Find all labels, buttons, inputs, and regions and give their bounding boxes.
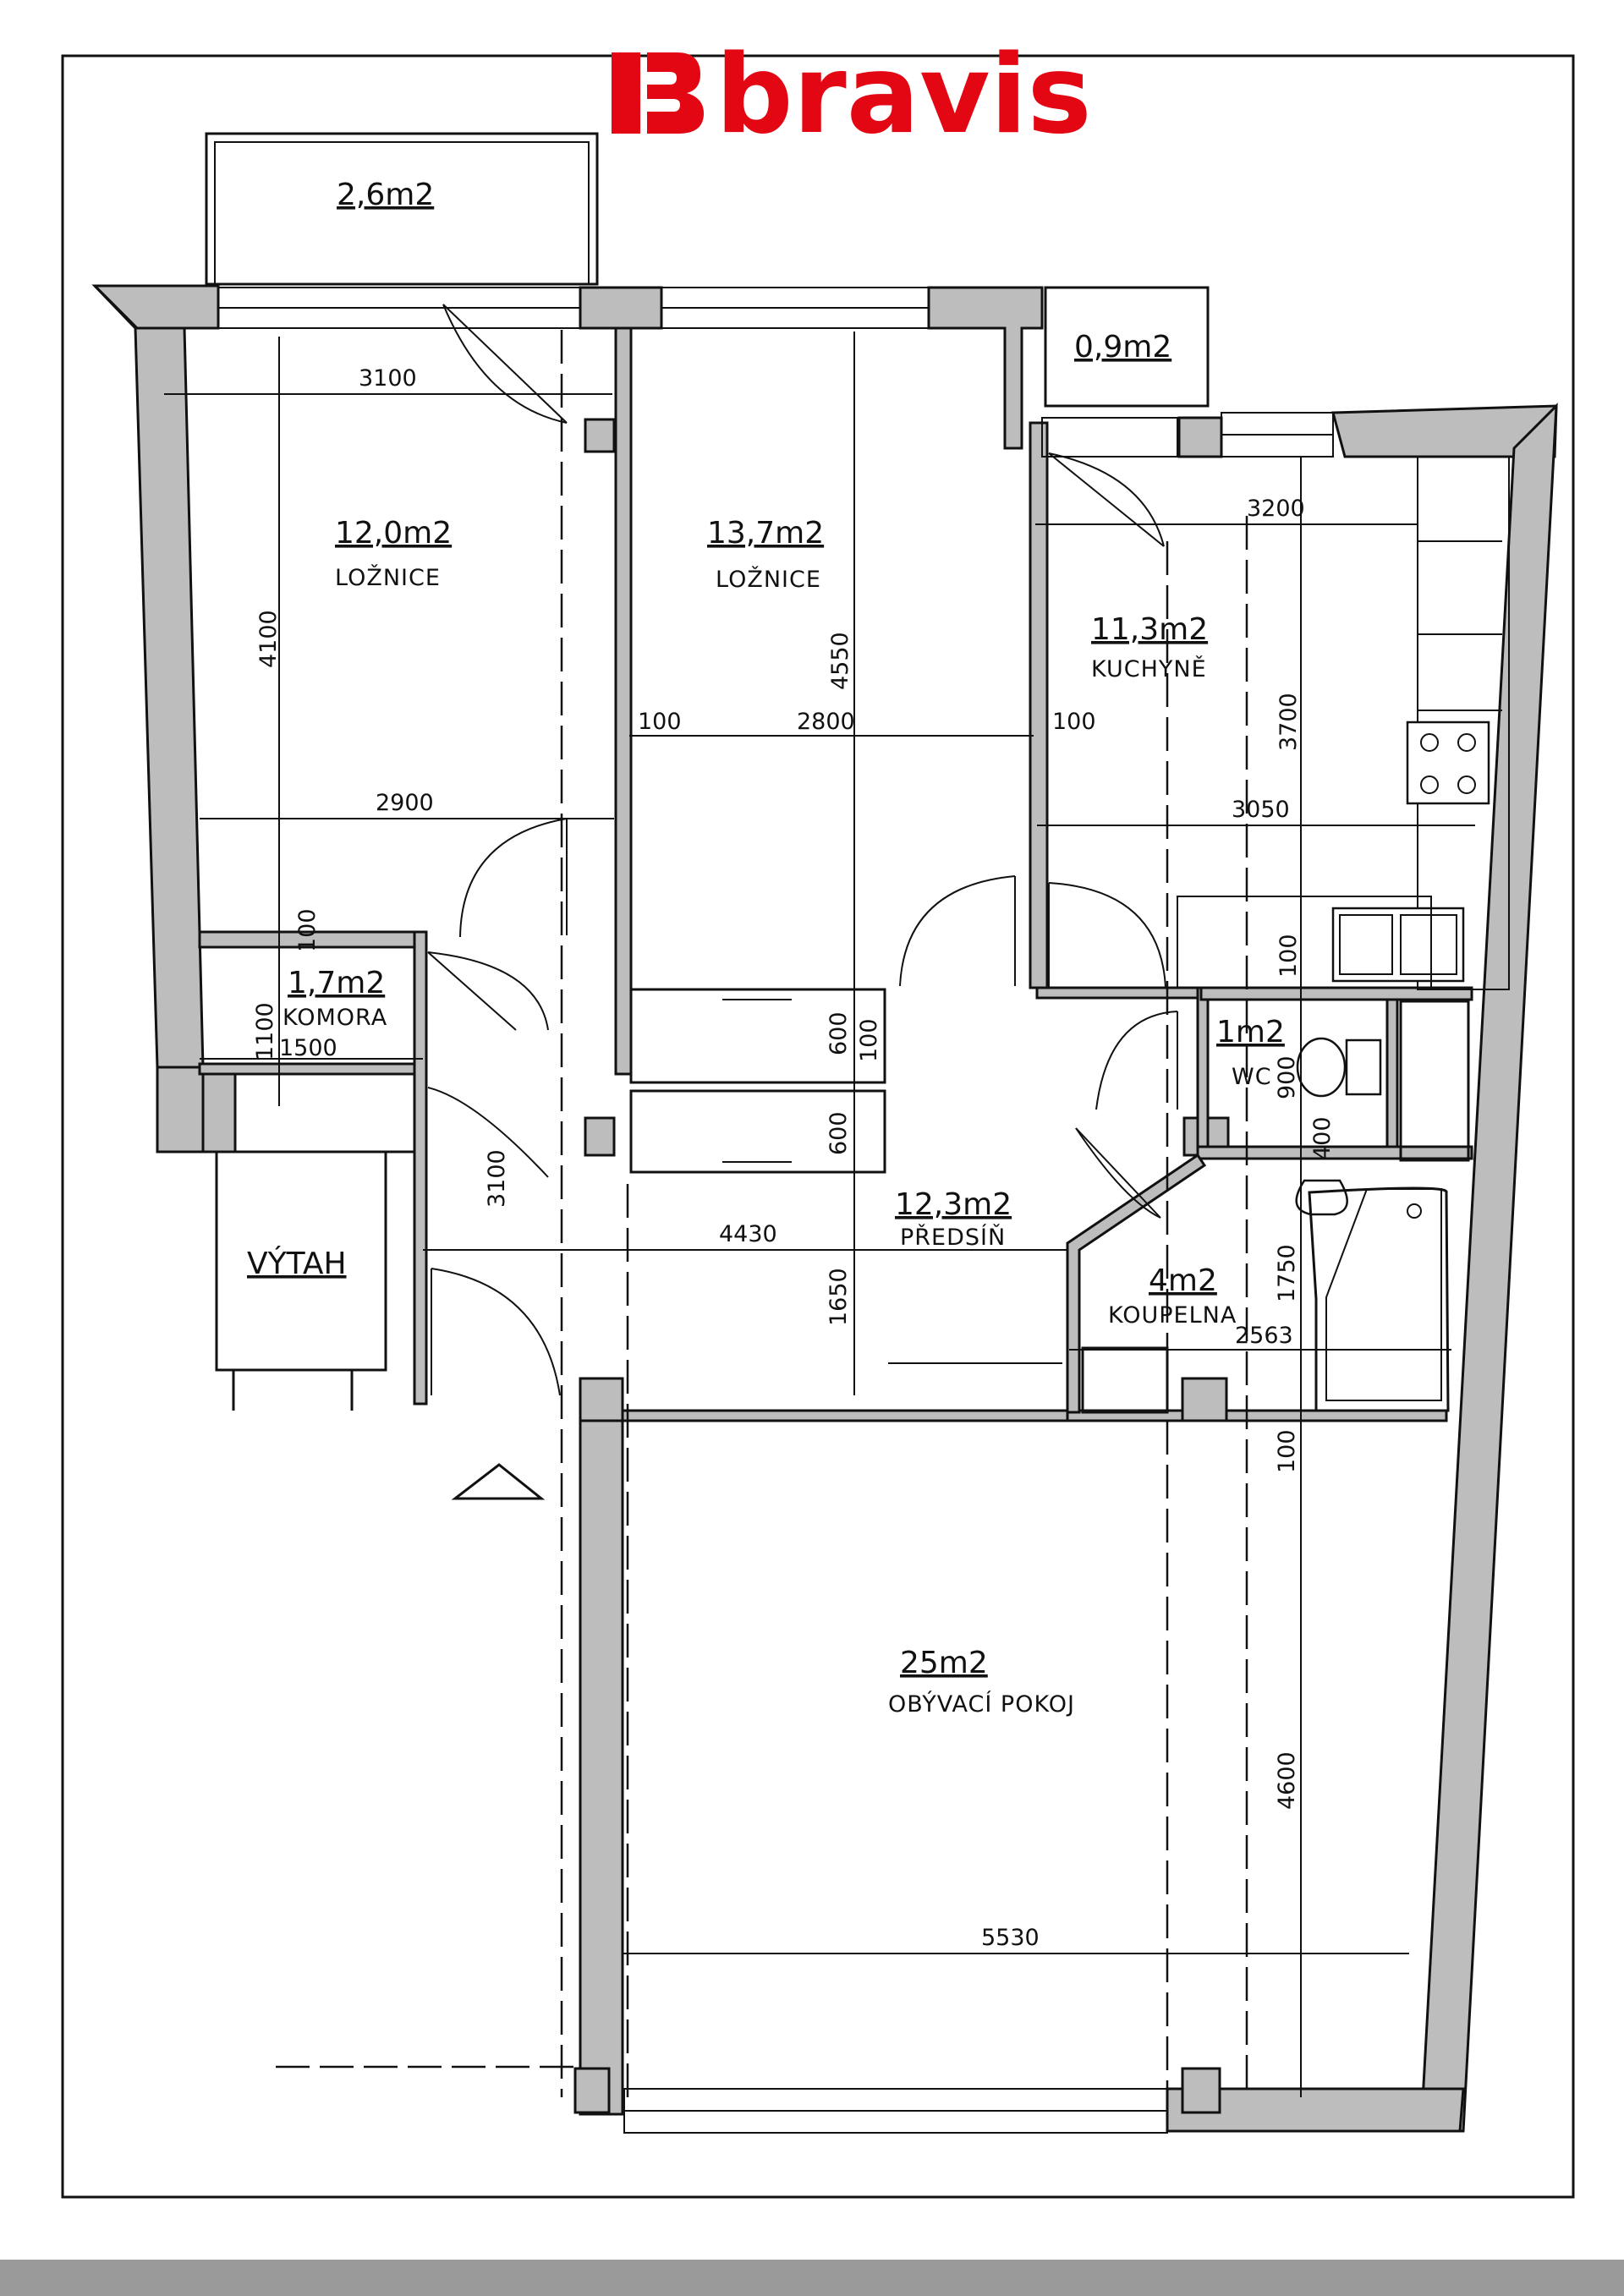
- wc-name: WC: [1232, 1064, 1272, 1090]
- balcony-2-area: 0,9m2: [1074, 330, 1171, 364]
- walls: [91, 284, 1558, 2133]
- living-area: 25m2: [900, 1646, 988, 1680]
- dim-5530: 5530: [981, 1925, 1040, 1951]
- dim-4430: 4430: [719, 1221, 777, 1247]
- kitchen-area: 11,3m2: [1091, 612, 1208, 647]
- dim-100-left: 100: [638, 709, 682, 735]
- dim-3700: 3700: [1276, 693, 1302, 751]
- dim-600-b: 600: [826, 1111, 852, 1155]
- dim-4100: 4100: [255, 610, 282, 668]
- storage-name: KOMORA: [283, 1005, 387, 1031]
- entrance-marker: [451, 1463, 546, 1500]
- logo-text: bravis: [716, 32, 1092, 158]
- dim-1500: 1500: [279, 1035, 337, 1061]
- dim-1750: 1750: [1274, 1244, 1300, 1302]
- bathroom-area: 4m2: [1149, 1263, 1217, 1298]
- hall-area: 12,3m2: [895, 1187, 1012, 1222]
- dim-3100-top: 3100: [359, 365, 417, 392]
- dim-1650: 1650: [826, 1268, 852, 1326]
- kitchen-fixtures: [1177, 456, 1510, 990]
- bedroom-1-name: LOŽNICE: [335, 564, 441, 591]
- dim-3050: 3050: [1232, 797, 1290, 823]
- dim-100-mid: 100: [856, 1018, 882, 1062]
- dim-2900: 2900: [376, 790, 434, 816]
- windows: [217, 287, 1334, 2134]
- bedroom-2-area: 13,7m2: [707, 516, 824, 551]
- dim-3100-hall: 3100: [484, 1149, 510, 1208]
- lift: [215, 1150, 387, 1411]
- axis-lines: [276, 330, 1248, 2097]
- hall-name: PŘEDSÍŇ: [900, 1224, 1006, 1251]
- footer-bar: [0, 2260, 1624, 2296]
- balcony-1-area: 2,6m2: [337, 178, 434, 212]
- page-frame: [61, 54, 1575, 2199]
- bedroom-1-area: 12,0m2: [335, 516, 452, 551]
- bedroom-2-name: LOŽNICE: [716, 566, 821, 593]
- dimension-lines: [164, 332, 1475, 2097]
- dim-900: 900: [1274, 1055, 1300, 1099]
- storage-area: 1,7m2: [288, 966, 385, 1000]
- kitchen-name: KUCHYNĚ: [1091, 655, 1207, 682]
- bathroom-name: KOUPELNA: [1108, 1302, 1237, 1329]
- dim-100-storage: 100: [294, 908, 321, 952]
- wc-area: 1m2: [1216, 1015, 1285, 1049]
- dim-2563: 2563: [1235, 1323, 1293, 1349]
- living-name: OBÝVACÍ POKOJ: [888, 1690, 1075, 1718]
- dim-100-right: 100: [1052, 709, 1096, 735]
- dim-3200: 3200: [1247, 496, 1305, 522]
- dim-100-kitchen: 100: [1276, 934, 1302, 978]
- balconies: [205, 132, 1210, 408]
- bravis-logo: bravis: [612, 32, 1092, 158]
- dim-2800: 2800: [797, 709, 855, 735]
- room-labels: 2,6m2 0,9m2 12,0m2 LOŽNICE 13,7m2 LOŽNIC…: [247, 178, 1285, 1718]
- lift-name: VÝTAH: [247, 1246, 347, 1281]
- doors: [427, 304, 1178, 1396]
- dim-4550: 4550: [827, 632, 853, 690]
- dimension-labels: 3100 4100 2900 100 1100 1500 3100 4550 1…: [252, 365, 1336, 1951]
- dim-600-a: 600: [826, 1011, 852, 1055]
- dim-1100: 1100: [252, 1002, 278, 1060]
- dim-400: 400: [1309, 1116, 1336, 1160]
- dim-100-living: 100: [1274, 1429, 1300, 1473]
- dim-4600: 4600: [1274, 1751, 1300, 1810]
